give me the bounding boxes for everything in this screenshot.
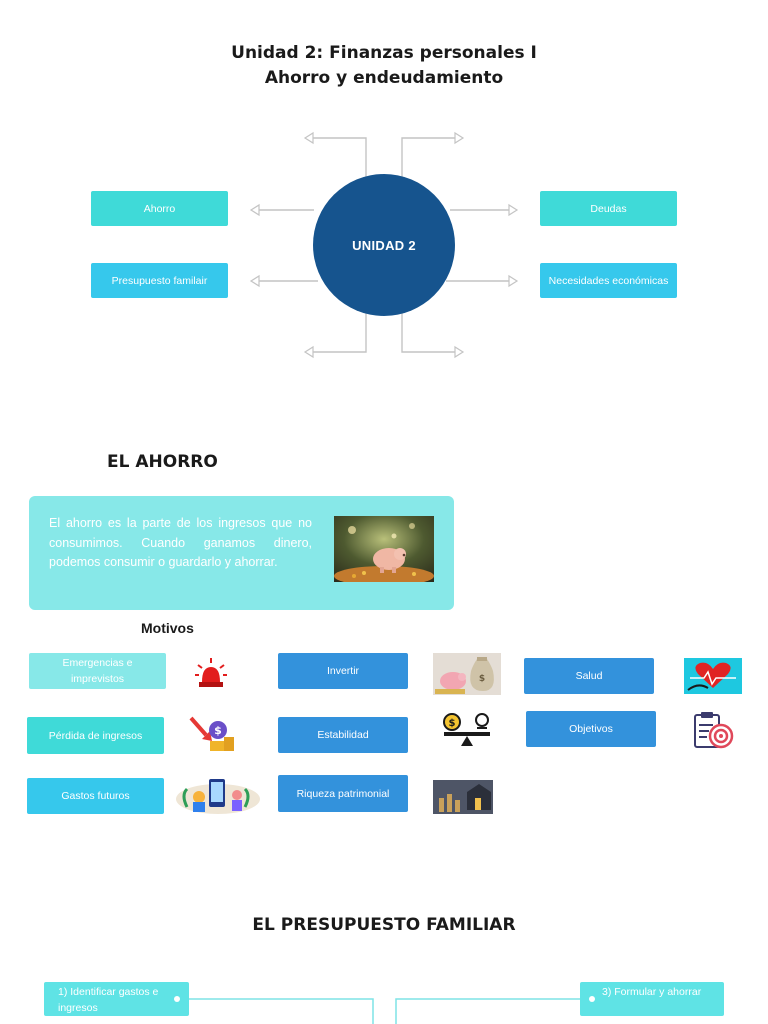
page-subtitle: Ahorro y endeudamiento: [264, 68, 504, 88]
section-heading-presupuesto: EL PRESUPUESTO FAMILIAR: [252, 915, 516, 935]
presupuesto-connectors: [185, 998, 580, 1024]
mindmap-node-deudas: Deudas: [540, 191, 677, 226]
definition-text: El ahorro es la parte de los ingresos qu…: [49, 516, 312, 569]
motivo-invertir: Invertir: [278, 653, 408, 689]
mindmap-node-presupuesto: Presupuesto familair: [91, 263, 228, 298]
house-coins-icon: [433, 780, 493, 814]
step-1-dot: [174, 996, 180, 1002]
motivo-gastos-futuros: Gastos futuros: [27, 778, 164, 814]
shopping-illustration-icon: [176, 779, 260, 814]
mindmap-node-ahorro: Ahorro: [91, 191, 228, 226]
heart-stethoscope-icon: [684, 658, 742, 694]
motivo-salud: Salud: [524, 658, 654, 694]
step-3-dot: [589, 996, 595, 1002]
presupuesto-step-1: 1) Identificar gastos e ingresos: [44, 982, 189, 1016]
svg-text:$: $: [214, 724, 222, 737]
piggy-money-bags-icon: $: [433, 653, 501, 695]
money-loss-icon: $: [189, 716, 234, 751]
mindmap-center: UNIDAD 2: [313, 174, 455, 316]
motivo-riqueza: Riqueza patrimonial: [278, 775, 408, 812]
motivo-estabilidad: Estabilidad: [278, 717, 408, 753]
piggy-bank-photo-icon: [334, 516, 434, 582]
mindmap-node-necesidades: Necesidades económicas: [540, 263, 677, 298]
balance-scale-icon: $: [443, 713, 490, 746]
mindmap-connectors: [249, 131, 519, 359]
motivo-objetivos: Objetivos: [526, 711, 656, 747]
svg-text:$: $: [449, 718, 456, 729]
motivos-heading: Motivos: [141, 620, 194, 636]
svg-text:$: $: [479, 674, 485, 684]
section-heading-ahorro: EL AHORRO: [107, 452, 218, 472]
siren-icon: [195, 658, 227, 687]
page-title: Unidad 2: Finanzas personales I: [231, 43, 537, 63]
motivo-emergencias: Emergencias e imprevistos: [29, 653, 166, 689]
presupuesto-step-3: 3) Formular y ahorrar: [580, 982, 724, 1016]
clipboard-target-icon: [694, 712, 734, 749]
motivo-perdida-ingresos: Pérdida de ingresos: [27, 717, 164, 754]
